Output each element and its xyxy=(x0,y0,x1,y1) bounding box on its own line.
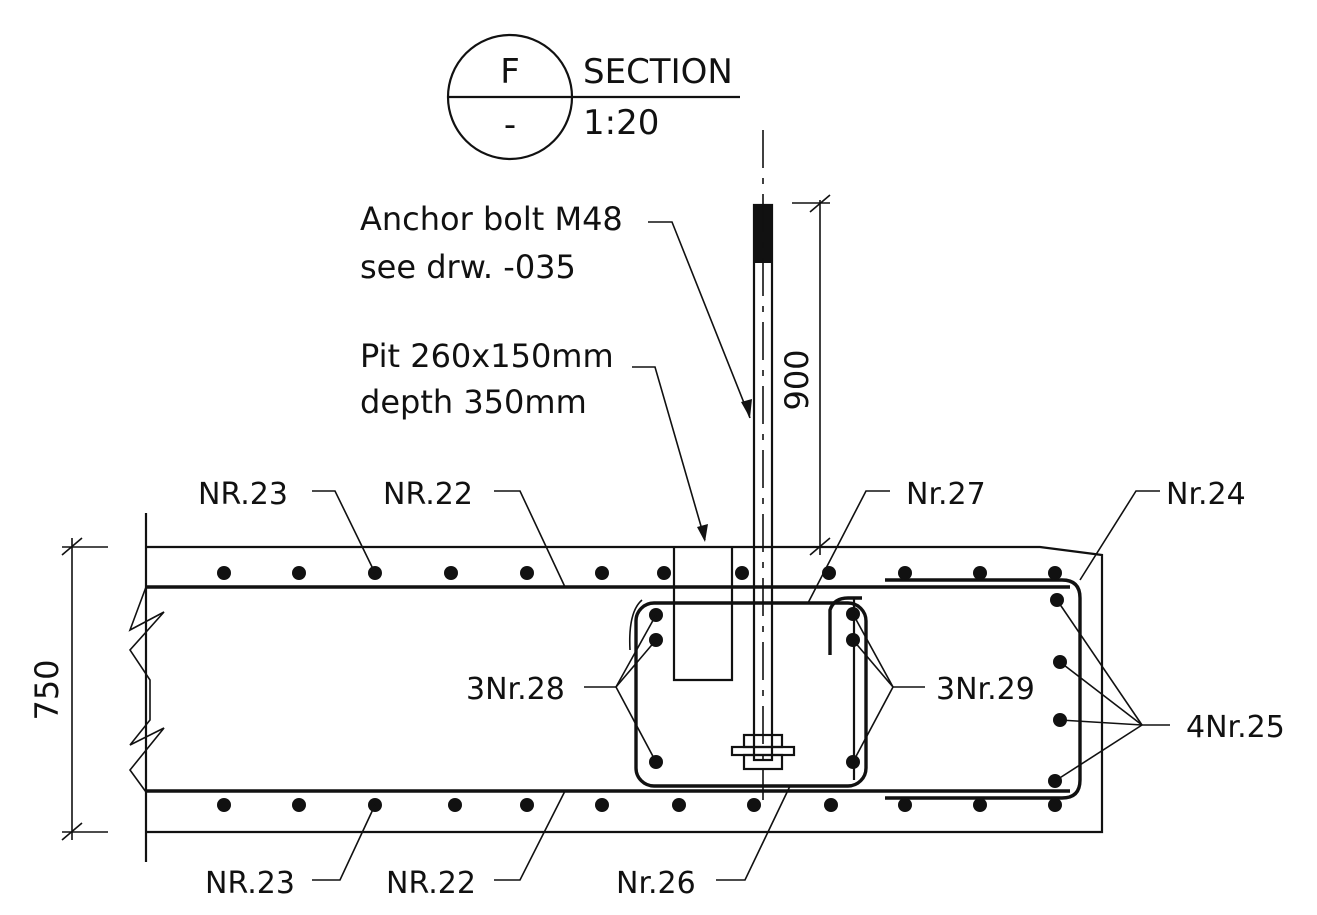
bar-dot xyxy=(735,566,749,580)
end-bar-nr24 xyxy=(885,578,1082,800)
leader-nr25-a xyxy=(1056,599,1143,726)
bar-dot xyxy=(1048,798,1062,812)
leader-nr28-a xyxy=(615,614,657,688)
bar-dot xyxy=(595,566,609,580)
bar-dot xyxy=(520,798,534,812)
bar-dot xyxy=(520,566,534,580)
section-title: SECTION xyxy=(583,52,733,92)
pit-label-line1: Pit 260x150mm xyxy=(360,337,614,375)
leader-nr25-d xyxy=(1054,724,1143,782)
bar-dot xyxy=(1048,566,1062,580)
anchor-bolt-label-line1: Anchor bolt M48 xyxy=(360,200,623,238)
section-sheet-ref: - xyxy=(504,105,516,145)
anchor-bolt xyxy=(730,130,796,800)
leader-nr25-c xyxy=(1059,719,1143,726)
bar-dot xyxy=(898,566,912,580)
bar-dot xyxy=(824,798,838,812)
bar-dot xyxy=(292,798,306,812)
bar-dot xyxy=(444,566,458,580)
anchor-pit xyxy=(672,547,734,682)
slab-outline xyxy=(128,513,1104,862)
bar-dot xyxy=(448,798,462,812)
bar-dot xyxy=(747,798,761,812)
leader-nr27 xyxy=(807,490,890,604)
hook-right-top xyxy=(828,596,862,655)
bar-dot xyxy=(657,566,671,580)
bar-dot xyxy=(595,798,609,812)
leader-bottom-nr23 xyxy=(312,804,376,881)
dim-900-label: 900 xyxy=(778,349,816,410)
label-nr27: Nr.27 xyxy=(906,477,986,512)
label-nr24: Nr.24 xyxy=(1166,477,1246,512)
bar-dot xyxy=(292,566,306,580)
section-scale: 1:20 xyxy=(583,103,659,143)
leader-nr24 xyxy=(1079,490,1160,581)
leader-nr29-c xyxy=(852,686,894,763)
dimension-750: 750 xyxy=(28,537,108,841)
section-letter: F xyxy=(500,52,520,92)
bar-dot xyxy=(672,798,686,812)
main-bars xyxy=(146,578,1082,800)
label-top-nr22: NR.22 xyxy=(383,477,473,512)
leader-nr29-a xyxy=(852,613,894,688)
stirrup-nr26 xyxy=(634,601,868,788)
leader-pit xyxy=(632,366,706,541)
dim-900-tick-bottom xyxy=(809,537,831,556)
label-bottom-nr23: NR.23 xyxy=(205,866,295,901)
section-title-block: F - SECTION 1:20 xyxy=(446,33,740,161)
leader-arrowhead xyxy=(697,524,708,542)
leader-nr29-b xyxy=(852,639,894,688)
label-nr26: Nr.26 xyxy=(616,866,696,901)
leader-top-nr23 xyxy=(312,490,376,574)
pit-label-line2: depth 350mm xyxy=(360,383,587,421)
leader-top-nr22 xyxy=(494,490,566,588)
dimension-900: 900 xyxy=(778,194,831,556)
leader-arrowhead xyxy=(741,399,752,418)
slab-perimeter xyxy=(146,545,1104,834)
leader-nr28-b xyxy=(615,639,657,688)
hook-left-top xyxy=(628,599,643,651)
leader-lines xyxy=(312,221,1170,881)
anchor-bolt-label-line2: see drw. -035 xyxy=(360,248,576,286)
top-bar-dots xyxy=(217,566,1062,580)
label-top-nr23: NR.23 xyxy=(198,477,288,512)
anchor-bolt-thread xyxy=(754,205,772,263)
bar-dot xyxy=(217,798,231,812)
dim-750-label: 750 xyxy=(28,659,66,720)
leader-nr26 xyxy=(716,785,791,881)
bolt-washer xyxy=(730,745,796,757)
leader-nr25-b xyxy=(1059,661,1143,726)
bottom-bar-dots xyxy=(217,798,1062,812)
label-nr25: 4Nr.25 xyxy=(1186,710,1285,745)
leader-anchor-bolt xyxy=(648,221,751,419)
break-line-symbol xyxy=(128,586,165,793)
bar-dot xyxy=(973,566,987,580)
bolt-nut-lower xyxy=(742,753,784,771)
bar-dot xyxy=(898,798,912,812)
leader-bottom-nr22 xyxy=(494,790,566,881)
bar-dot xyxy=(217,566,231,580)
leader-nr28-c xyxy=(615,686,657,763)
labels: Anchor bolt M48 see drw. -035 Pit 260x15… xyxy=(198,200,1285,901)
label-nr28: 3Nr.28 xyxy=(466,672,565,707)
pit-outline xyxy=(672,547,734,682)
label-bottom-nr22: NR.22 xyxy=(386,866,476,901)
stirrup-cage xyxy=(628,596,868,788)
bar-dot xyxy=(973,798,987,812)
label-nr29: 3Nr.29 xyxy=(936,672,1035,707)
